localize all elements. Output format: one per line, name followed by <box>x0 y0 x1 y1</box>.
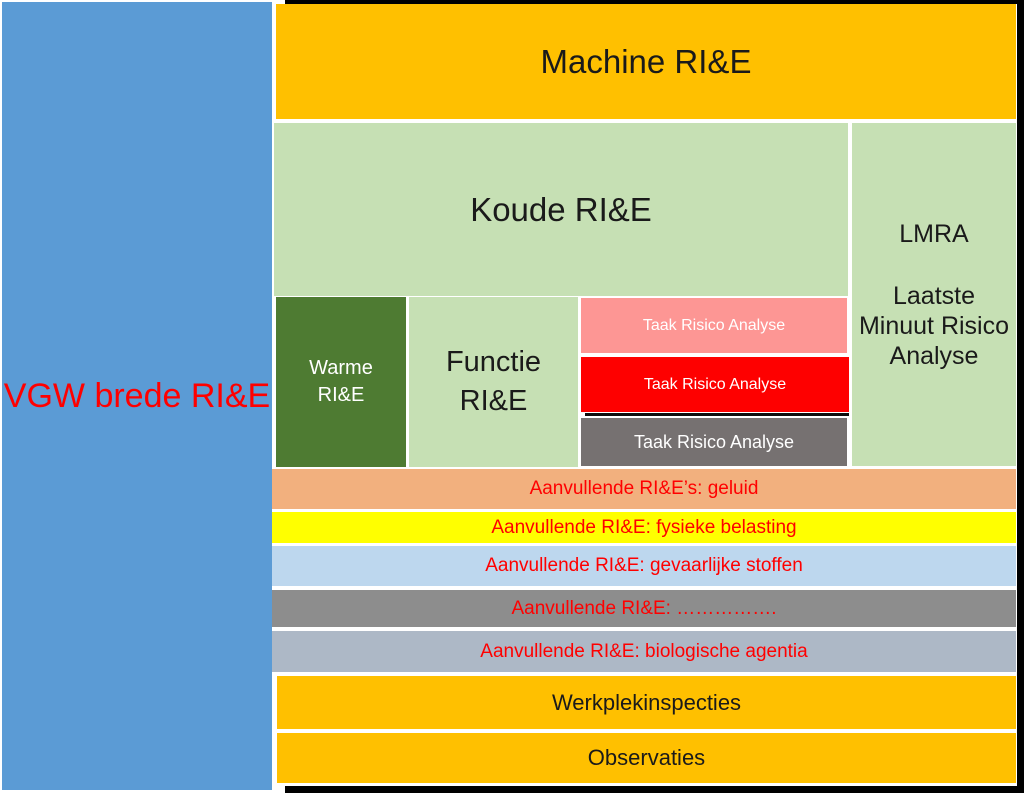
bar-aanvullende-fysieke-belasting: Aanvullende RI&E: fysieke belasting <box>272 512 1016 543</box>
block-koude-rie: Koude RI&E <box>274 123 848 296</box>
taak-risico-analyse-label: Taak Risico Analyse <box>633 431 795 452</box>
koude-rie-label: Koude RI&E <box>470 190 652 228</box>
observaties-label: Observaties <box>587 745 706 770</box>
taak-risico-analyse-label: Taak Risico Analyse <box>642 316 786 334</box>
block-vgw-brede-rie: VGW brede RI&E <box>2 2 272 790</box>
lmra-full-label: Laatste Minuut Risico Analyse <box>858 281 1010 370</box>
bar-aanvullende-gevaarlijke-stoffen: Aanvullende RI&E: gevaarlijke stoffen <box>272 546 1016 586</box>
vgw-brede-rie-label: VGW brede RI&E <box>3 376 271 415</box>
block-lmra: LMRA Laatste Minuut Risico Analyse <box>852 123 1016 466</box>
aanvullende-fysieke-belasting-label: Aanvullende RI&E: fysieke belasting <box>491 516 797 538</box>
warme-rie-label: Warme RI&E <box>309 357 373 406</box>
aanvullende-gevaarlijke-stoffen-label: Aanvullende RI&E: gevaarlijke stoffen <box>485 555 803 576</box>
block-functie-rie: Functie RI&E <box>409 297 578 467</box>
bar-aanvullende-geluid: Aanvullende RI&E’s: geluid <box>272 469 1016 509</box>
lmra-abbr-label: LMRA <box>899 219 969 248</box>
taak-risico-analyse-label: Taak Risico Analyse <box>643 375 787 393</box>
block-werkplekinspecties: Werkplekinspecties <box>277 676 1016 729</box>
aanvullende-geluid-label: Aanvullende RI&E’s: geluid <box>529 478 759 499</box>
aanvullende-biologische-agentia-label: Aanvullende RI&E: biologische agentia <box>480 640 808 662</box>
divider-line <box>585 413 849 416</box>
aanvullende-overig-label: Aanvullende RI&E: ……………. <box>511 597 777 619</box>
block-taak-risico-analyse-red: Taak Risico Analyse <box>581 357 849 412</box>
werkplekinspecties-label: Werkplekinspecties <box>551 689 742 715</box>
block-observaties: Observaties <box>277 733 1016 783</box>
edge-strip-bottom <box>285 786 1024 793</box>
bar-aanvullende-overig: Aanvullende RI&E: ……………. <box>272 590 1016 627</box>
edge-strip-right <box>1017 0 1024 793</box>
block-warme-rie: Warme RI&E <box>276 297 406 467</box>
machine-rie-label: Machine RI&E <box>540 42 752 80</box>
block-taak-risico-analyse-pink: Taak Risico Analyse <box>581 298 847 353</box>
block-taak-risico-analyse-gray: Taak Risico Analyse <box>581 418 847 466</box>
bar-aanvullende-biologische-agentia: Aanvullende RI&E: biologische agentia <box>272 631 1016 672</box>
edge-strip-top <box>285 0 1024 4</box>
block-machine-rie: Machine RI&E <box>276 4 1016 119</box>
functie-rie-label: Functie RI&E <box>445 345 542 417</box>
